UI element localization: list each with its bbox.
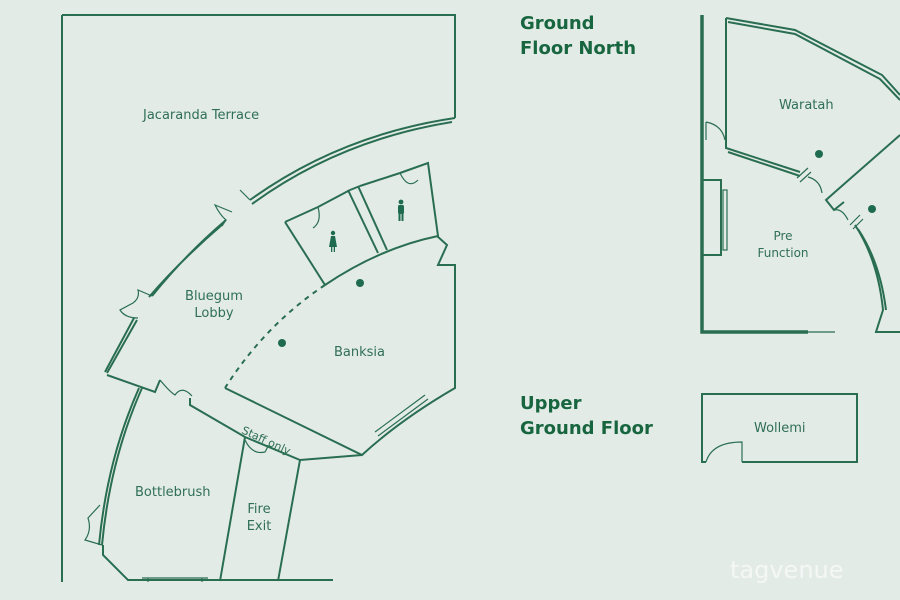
room-banksia[interactable]: Banksia xyxy=(334,345,386,360)
room-pre-function[interactable]: Pre Function xyxy=(757,229,809,260)
room-waratah[interactable]: Waratah xyxy=(779,98,834,113)
male-toilet-icon xyxy=(398,199,404,221)
wollemi-walls xyxy=(701,393,858,463)
section-heading-upper-ground-floor: Upper Ground Floor xyxy=(520,393,653,439)
pillar-icon xyxy=(356,279,364,287)
ground-floor-north-walls xyxy=(700,15,900,334)
room-bottlebrush[interactable]: Bottlebrush xyxy=(135,485,211,500)
pillar-icon xyxy=(815,150,823,158)
section-heading-ground-floor-north: Ground Floor North xyxy=(520,13,637,59)
pillar-icon xyxy=(868,205,876,213)
room-jacaranda-terrace[interactable]: Jacaranda Terrace xyxy=(143,108,260,123)
main-plan-walls xyxy=(61,14,456,582)
room-bluegum-lobby[interactable]: Bluegum Lobby xyxy=(185,289,243,321)
room-fire-exit: Fire Exit xyxy=(246,502,272,534)
tagvenue-logo: tagvenue xyxy=(730,556,844,584)
pillar-icon xyxy=(278,339,286,347)
room-wollemi[interactable]: Wollemi xyxy=(754,421,806,436)
female-toilet-icon xyxy=(329,230,337,252)
